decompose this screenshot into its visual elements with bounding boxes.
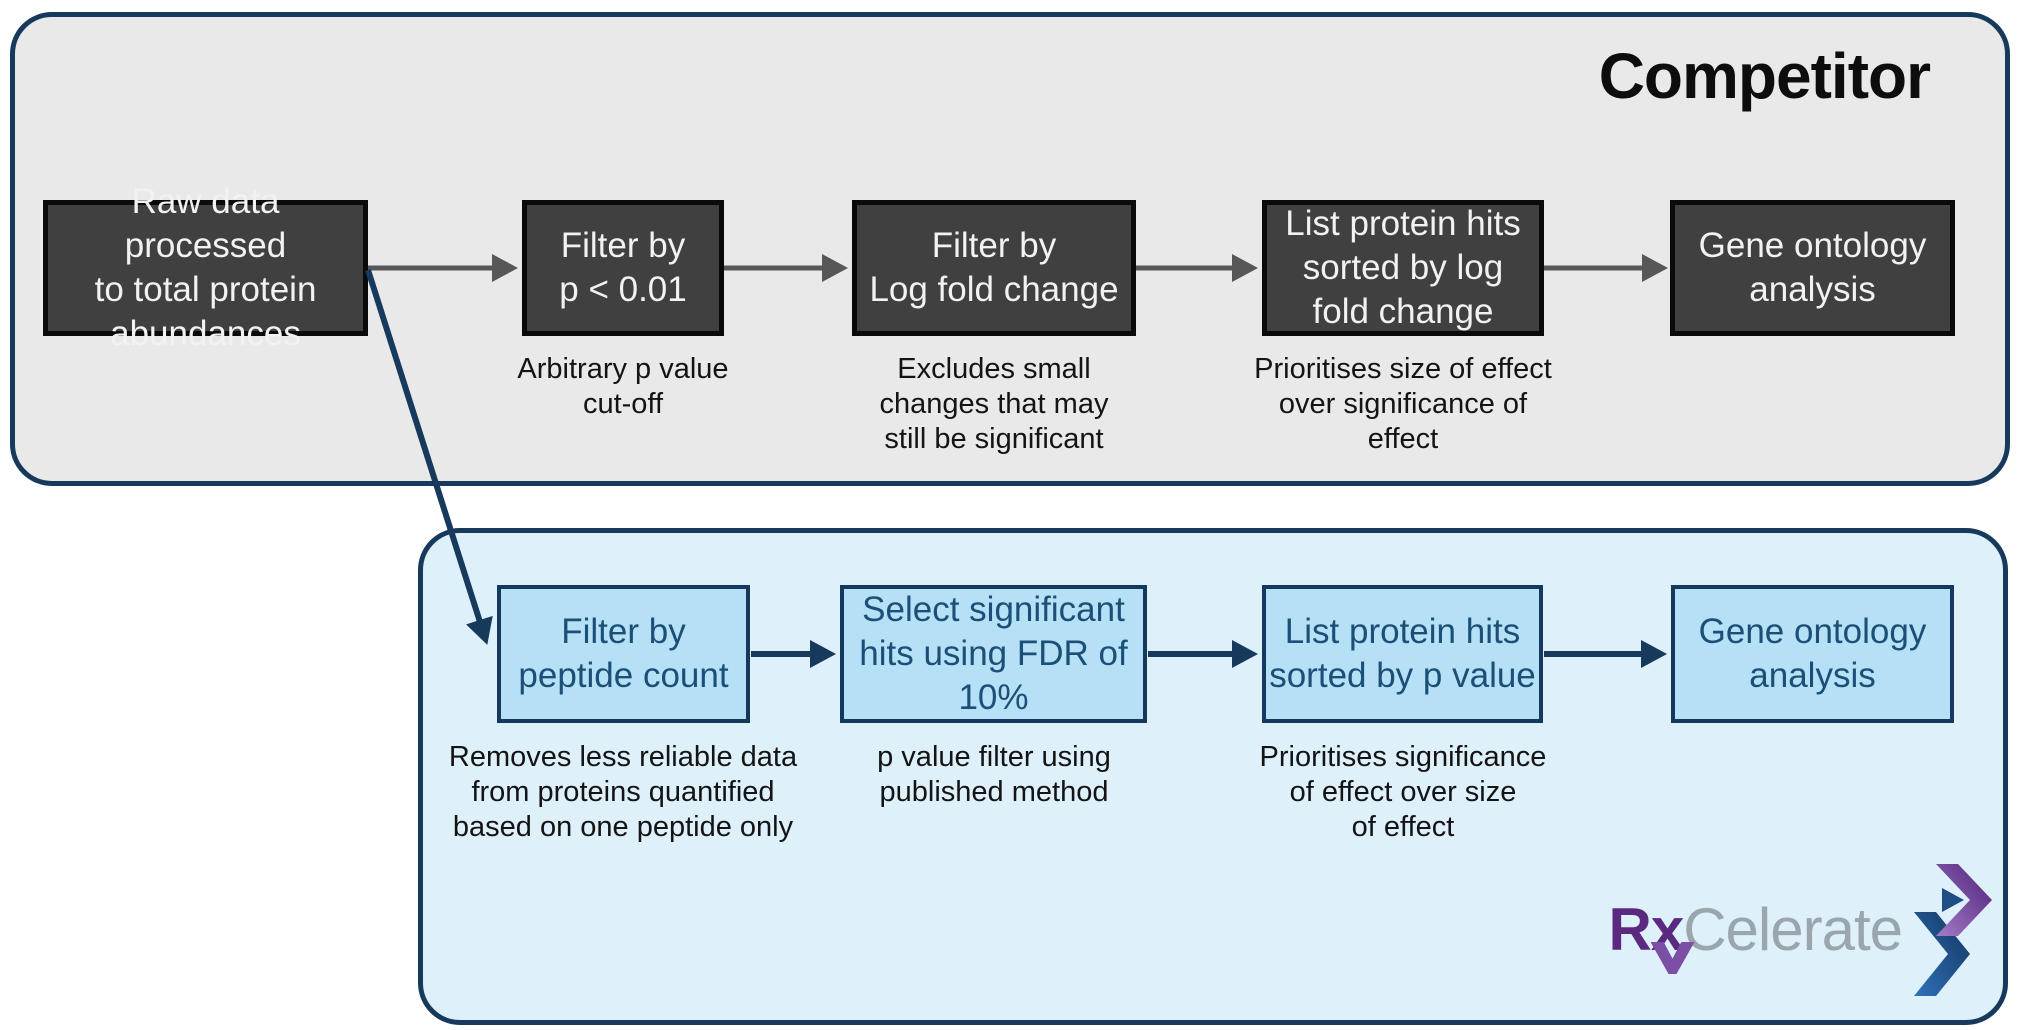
logo-celerate-text: Celerate [1683,896,1903,963]
logo-rx-text: Rx [1608,896,1685,963]
competitor-step-filter-log-fold: Filter by Log fold change [852,200,1136,336]
competitor-panel-title: Competitor [1598,40,1931,112]
competitor-step-gene-ontology: Gene ontology analysis [1670,200,1955,336]
competitor-note-log-fold: Excludes small changes that may still be… [879,353,1109,455]
rxcelerate-step-select-fdr: Select significant hits using FDR of 10% [840,585,1147,723]
rxcelerate-note-fdr: p value filter using published method [877,741,1111,808]
competitor-note-list-hits: Prioritises size of effect over signific… [1254,353,1552,455]
rxcelerate-note-peptide: Removes less reliable data from proteins… [448,741,798,843]
competitor-step-raw-data: Raw data processed to total protein abun… [43,182,368,353]
rxcelerate-step-filter-peptide: Filter by peptide count [497,585,750,723]
rxcelerate-note-list-hits: Prioritises significance of effect over … [1259,741,1547,843]
rxcelerate-step-list-hits: List protein hits sorted by p value [1262,585,1543,723]
rxcelerate-logo-wordmark: RxCelerate [1609,900,1903,974]
competitor-note-p-value: Arbitrary p value cut-off [517,353,729,420]
competitor-step-filter-p-value: Filter by p < 0.01 [522,200,724,336]
logo-chevron-icon [1914,864,1992,996]
rxcelerate-logo: RxCelerate [1609,862,1992,998]
rxcelerate-step-gene-ontology: Gene ontology analysis [1671,585,1954,723]
competitor-step-list-hits: List protein hits sorted by log fold cha… [1262,200,1544,336]
